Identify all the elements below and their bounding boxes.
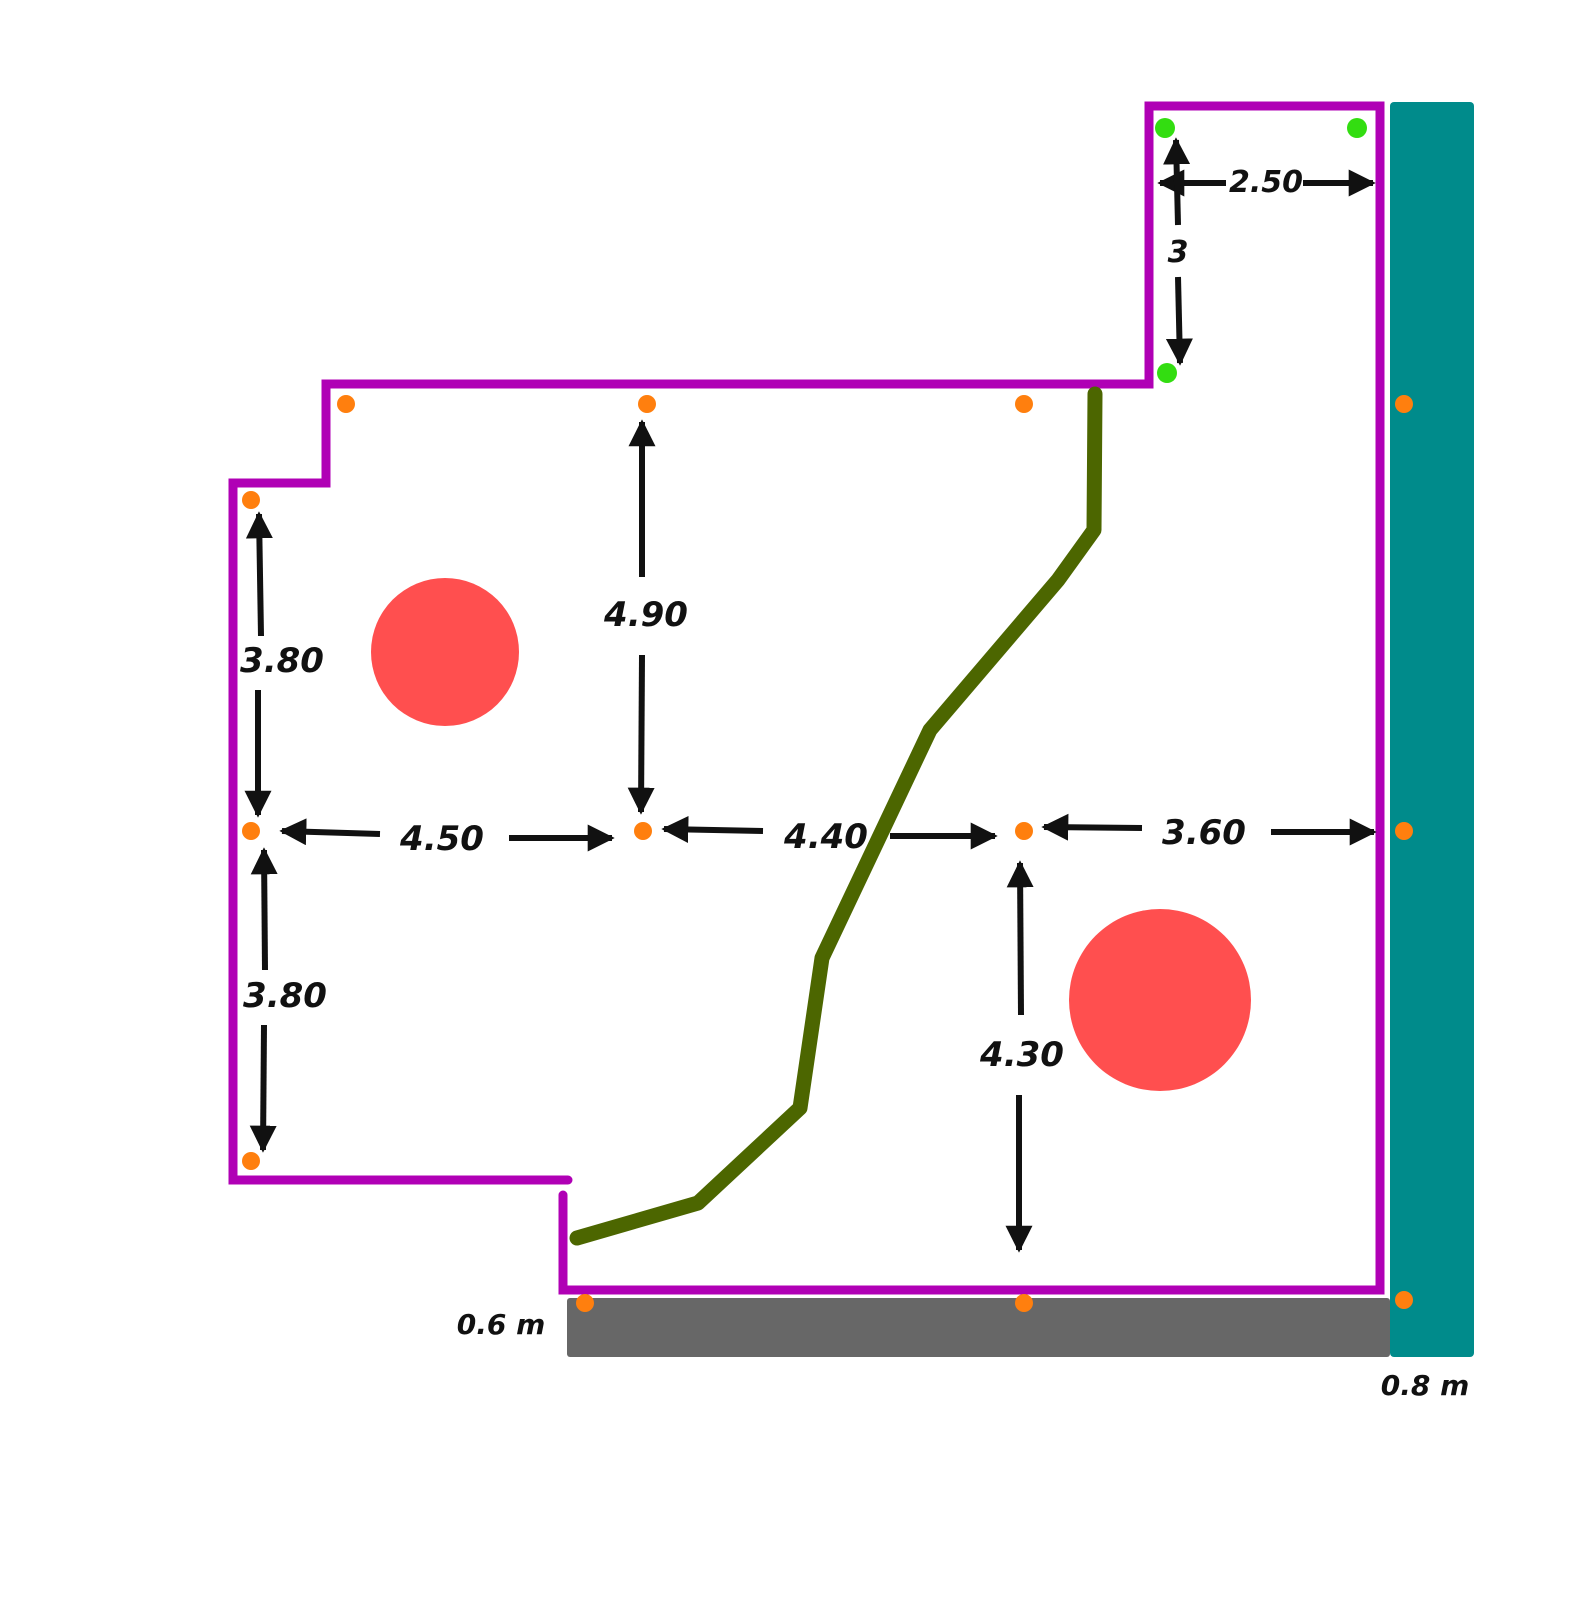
label-left-upper: 3.80 (240, 641, 324, 681)
label-left-lower: 3.80 (243, 976, 327, 1016)
orange-dot (242, 491, 260, 509)
arrow-left-lower-down (249, 1024, 277, 1153)
label-h-right: 3.60 (1162, 813, 1246, 853)
orange-dot (1015, 395, 1033, 413)
right-teal-strip (1390, 102, 1474, 1357)
orange-dot (242, 1152, 260, 1170)
label-h-mid: 4.40 (783, 817, 868, 857)
orange-dot (242, 822, 260, 840)
orange-dot (1015, 1294, 1033, 1312)
obstacle-circle-left (371, 578, 519, 726)
orange-dot (576, 1294, 594, 1312)
arrow-left-lower-up (250, 847, 278, 971)
orange-dot (1395, 395, 1413, 413)
label-h-left: 4.50 (399, 819, 484, 859)
arrow-center-top-down (627, 654, 655, 815)
orange-dot (1395, 1291, 1413, 1309)
arrow-left-upper-up (245, 511, 273, 637)
label-center-top: 4.90 (603, 595, 688, 635)
orange-dot (634, 822, 652, 840)
green-path (569, 386, 1103, 1246)
green-dot (1157, 363, 1177, 383)
arrow-h-left-left (279, 818, 381, 846)
orange-points (242, 395, 1413, 1312)
orange-dot (337, 395, 355, 413)
orange-dot (1015, 822, 1033, 840)
arrow-h-right-left (1041, 813, 1143, 841)
arrow-top-height-up (1163, 137, 1191, 226)
obstacle-circle-right (1069, 909, 1251, 1091)
dimension-arrows (244, 137, 1377, 1253)
green-dot (1155, 118, 1175, 138)
label-bottom-strip: 0.6 m (457, 1308, 546, 1341)
arrow-h-mid-left (661, 815, 764, 843)
green-dot (1347, 118, 1367, 138)
site-boundary (228, 101, 1385, 1295)
label-top-width: 2.50 (1229, 165, 1303, 200)
orange-dot (1395, 822, 1413, 840)
green-points (1155, 118, 1367, 383)
label-right-lower: 4.30 (979, 1035, 1064, 1075)
label-top-height: 3 (1168, 235, 1189, 270)
arrow-top-height-down (1165, 276, 1193, 366)
label-right-strip: 0.8 m (1381, 1369, 1470, 1402)
orange-dot (638, 395, 656, 413)
arrow-right-lower-up (1006, 860, 1034, 1016)
bottom-gray-strip (567, 1298, 1390, 1357)
